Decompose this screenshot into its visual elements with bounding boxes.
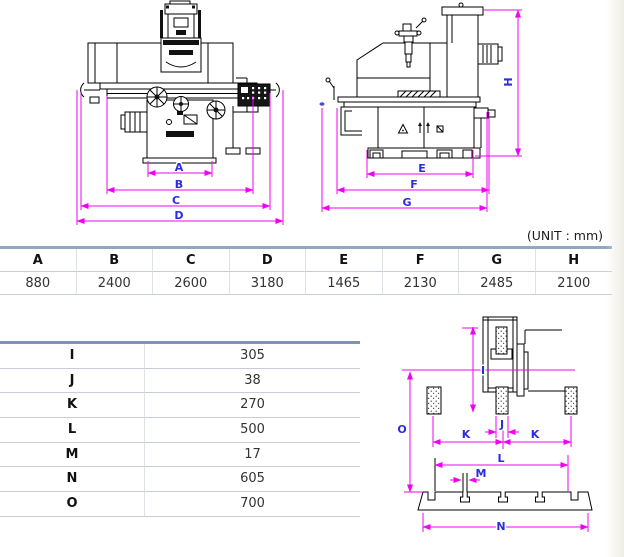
table-row: K 270 [0, 393, 360, 419]
value-d: 3180 [229, 272, 306, 295]
datum-mark-icon [319, 102, 325, 106]
col-header-e: E [306, 249, 383, 272]
row-value-j: 38 [145, 369, 360, 394]
row-label-m: M [0, 442, 145, 468]
row-value-k: 270 [145, 393, 360, 419]
row-value-m: 17 [145, 443, 360, 468]
col-header-h: H [535, 249, 612, 272]
value-a: 880 [0, 272, 77, 295]
value-h: 2100 [535, 272, 612, 295]
dim-label-d: D [174, 209, 183, 222]
row-label-l: L [0, 418, 145, 443]
handwheel-icon [146, 86, 168, 108]
table-row: M 17 [0, 442, 360, 468]
col-header-c: C [153, 249, 230, 272]
table-header-row: A B C D E F G H [0, 249, 612, 272]
handwheel-icon [173, 96, 189, 112]
col-header-b: B [76, 249, 153, 272]
dim-label-o: O [397, 423, 406, 436]
wheel-travel-right-icon [564, 386, 578, 415]
dim-label-l: L [497, 452, 504, 465]
dimension-table-i-o: I 305 J 38 K 270 L 500 M 17 N 605 O 700 [0, 341, 360, 517]
dim-label-m: M [476, 467, 487, 480]
dim-label-n: N [496, 520, 505, 533]
grinding-wheel-icon [495, 326, 508, 355]
table-cross-section-drawing: I O K K J L M N [396, 316, 593, 535]
value-c: 2600 [153, 272, 230, 295]
dim-label-j: J [499, 418, 504, 431]
dim-label-f: F [410, 178, 418, 191]
col-header-a: A [0, 249, 77, 272]
row-value-o: 700 [145, 492, 360, 517]
value-b: 2400 [76, 272, 153, 295]
dim-label-b: B [175, 178, 183, 191]
dim-label-i: I [481, 364, 485, 377]
side-view-drawing: E F G H [319, 2, 522, 212]
dim-label-e: E [418, 162, 426, 175]
front-view-drawing: A B C D [76, 0, 284, 225]
col-header-g: G [459, 249, 536, 272]
row-value-n: 605 [145, 467, 360, 493]
table-row: L 500 [0, 418, 360, 443]
grinding-wheel-icon [495, 386, 509, 415]
dim-label-g: G [402, 196, 411, 209]
row-value-l: 500 [145, 418, 360, 443]
row-label-o: O [0, 492, 145, 517]
row-label-k: K [0, 393, 145, 419]
unit-note: (UNIT : mm) [526, 228, 603, 243]
dim-label-a: A [175, 161, 184, 174]
value-e: 1465 [306, 272, 383, 295]
wheel-travel-left-icon [426, 386, 442, 415]
value-f: 2130 [382, 272, 459, 295]
dim-label-k2: K [531, 428, 540, 441]
table-row: I 305 [0, 344, 360, 369]
row-label-j: J [0, 368, 145, 394]
handwheel-icon [206, 100, 226, 120]
dim-label-c: C [172, 194, 180, 207]
table-row: O 700 [0, 492, 360, 517]
table-row: N 605 [0, 467, 360, 493]
value-g: 2485 [459, 272, 536, 295]
row-label-n: N [0, 467, 145, 493]
door-arrow-icons [418, 122, 430, 133]
row-label-i: I [0, 344, 145, 369]
machine-views-drawing: A B C D [76, 0, 522, 225]
dim-label-k: K [462, 428, 471, 441]
col-header-d: D [229, 249, 306, 272]
switch-square-icon [436, 125, 444, 133]
dimension-table-a-h: A B C D E F G H 880 2400 2600 3180 1465 … [0, 246, 612, 295]
col-header-f: F [382, 249, 459, 272]
dim-label-h: H [502, 77, 515, 86]
warning-triangle-icon [397, 123, 409, 134]
table-value-row: 880 2400 2600 3180 1465 2130 2485 2100 [0, 272, 612, 295]
table-row: J 38 [0, 368, 360, 394]
row-value-i: 305 [145, 344, 360, 369]
